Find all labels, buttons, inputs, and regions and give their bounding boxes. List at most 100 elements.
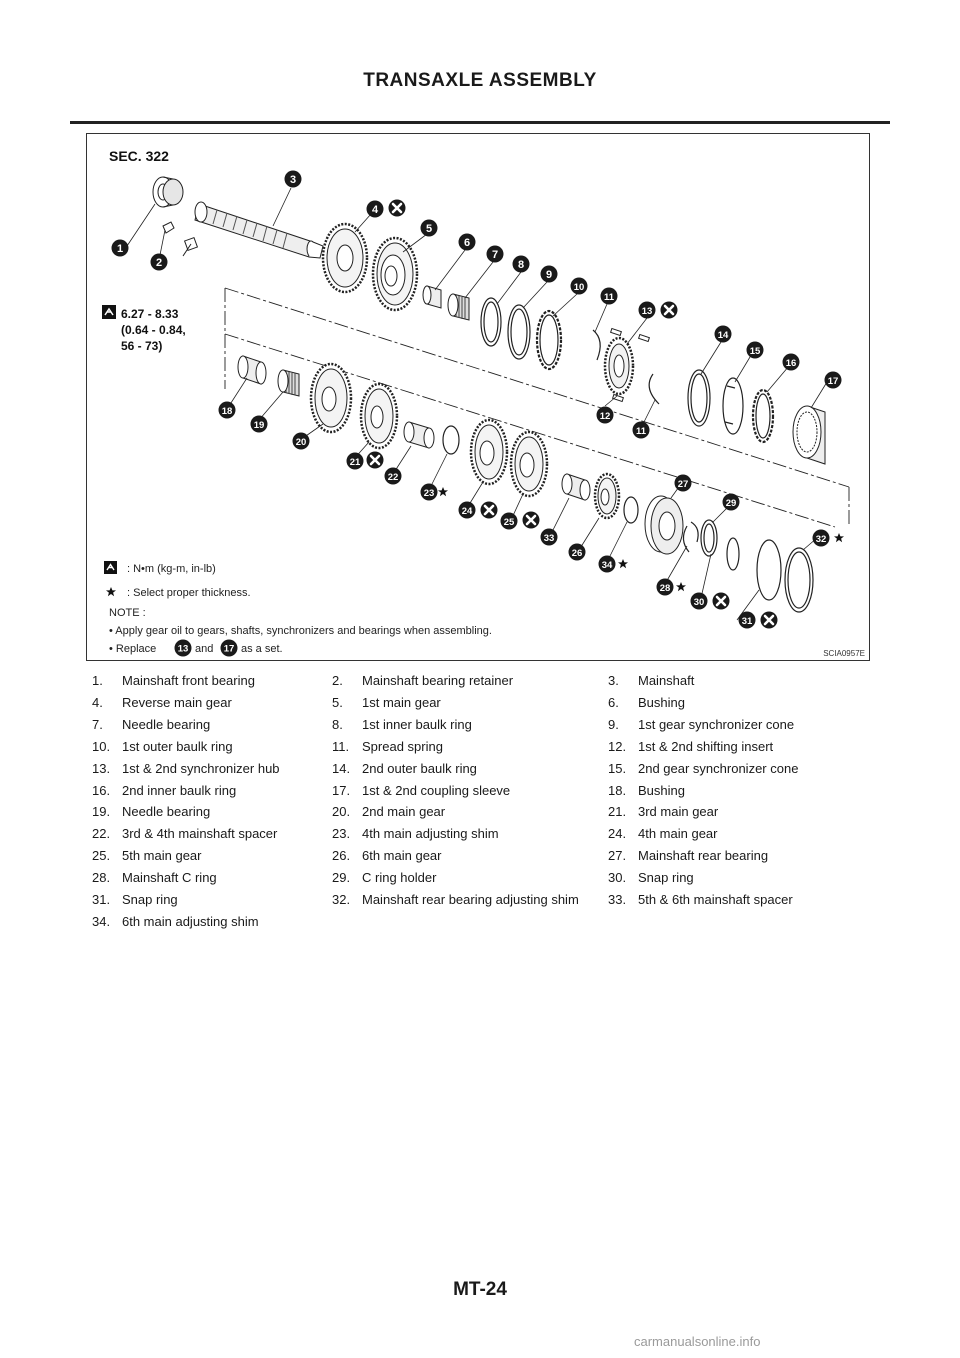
figure-legend: : N•m (kg-m, in-lb) : Select proper thic… bbox=[104, 561, 492, 657]
torque-wrench-icon bbox=[104, 561, 117, 574]
callout-20: 20 bbox=[292, 432, 310, 450]
svg-text:28: 28 bbox=[660, 583, 671, 594]
parts-cell: 28.Mainshaft C ring bbox=[92, 867, 332, 889]
part-number: 8. bbox=[332, 717, 343, 733]
part-name: 1st & 2nd coupling sleeve bbox=[362, 782, 511, 798]
part-number: 31. bbox=[92, 891, 111, 907]
part-number: 33. bbox=[608, 891, 627, 907]
svg-text:NOTE :: NOTE : bbox=[109, 607, 146, 619]
part-name: Spread spring bbox=[362, 738, 443, 754]
part-11-spread-spring-lower bbox=[648, 373, 660, 405]
svg-text:23: 23 bbox=[424, 488, 435, 499]
part-number: 18. bbox=[608, 782, 627, 798]
part-name: 4th main gear bbox=[638, 826, 718, 842]
part-number: 1. bbox=[92, 673, 103, 689]
svg-text:11: 11 bbox=[604, 292, 615, 303]
part-name: 5th & 6th mainshaft spacer bbox=[638, 891, 793, 907]
callout-8: 8 bbox=[512, 255, 530, 273]
parts-cell: 33. 5th & 6th mainshaft spacer bbox=[608, 888, 858, 910]
part-name: 1st main gear bbox=[362, 695, 441, 711]
callout-16: 16 bbox=[782, 353, 800, 371]
callout-5: 5 bbox=[420, 219, 438, 237]
svg-text:22: 22 bbox=[388, 472, 399, 483]
part-number: 6. bbox=[608, 695, 619, 711]
part-name: 1st & 2nd synchronizer hub bbox=[122, 760, 280, 776]
part-number: 26. bbox=[332, 848, 351, 864]
svg-text:21: 21 bbox=[350, 457, 361, 468]
part-number: 5. bbox=[332, 695, 343, 711]
part-name: Mainshaft rear bearing bbox=[638, 848, 769, 864]
parts-cell: 31.Snap ring bbox=[92, 888, 332, 910]
figure-reference: SCIA0957E bbox=[823, 649, 865, 658]
callout-14: 14 bbox=[714, 325, 732, 343]
callout-22: 22 bbox=[384, 467, 402, 485]
svg-text:as a set.: as a set. bbox=[241, 643, 283, 655]
parts-cell: 24. 4th main gear bbox=[608, 823, 858, 845]
callout-26: 26 bbox=[568, 543, 586, 561]
svg-text:12: 12 bbox=[600, 411, 611, 422]
callout-18: 18 bbox=[218, 401, 236, 419]
part-number: 10. bbox=[92, 738, 111, 754]
callout-4: 4 bbox=[366, 200, 384, 218]
svg-text:10: 10 bbox=[574, 282, 585, 293]
part-25-5th-main-gear bbox=[509, 430, 549, 498]
svg-text:13: 13 bbox=[642, 306, 653, 317]
part-name: 3rd & 4th mainshaft spacer bbox=[122, 826, 278, 842]
callout-3: 3 bbox=[284, 170, 302, 188]
part-name: 1st gear synchronizer cone bbox=[638, 717, 795, 733]
svg-text:16: 16 bbox=[786, 358, 797, 369]
parts-cell: 26. 6th main gear bbox=[332, 845, 608, 867]
parts-cell: 21.3rd main gear bbox=[608, 801, 858, 823]
parts-cell bbox=[608, 910, 858, 932]
parts-cell: 30.Snap ring bbox=[608, 867, 858, 889]
part-name: Reverse main gear bbox=[122, 695, 232, 711]
part-name: 1st inner baulk ring bbox=[362, 717, 472, 733]
part-name: Bushing bbox=[638, 782, 685, 798]
svg-text:25: 25 bbox=[504, 517, 515, 528]
part-name: Bushing bbox=[638, 695, 685, 711]
svg-text:31: 31 bbox=[742, 616, 753, 627]
part-name: 6th main gear bbox=[362, 848, 442, 864]
part-34-adjusting-shim bbox=[623, 496, 639, 524]
table-row: 4. Reverse main gear 5. 1st main gear 6. Bush… bbox=[92, 692, 858, 714]
part-19-needle-bearing bbox=[277, 369, 300, 397]
callout-31: 31 bbox=[738, 611, 756, 629]
part-number: 20. bbox=[332, 804, 351, 820]
callout-13: 13 bbox=[638, 301, 656, 319]
table-row: 34.6th main adjusting shim bbox=[92, 910, 858, 932]
svg-text:8: 8 bbox=[518, 259, 524, 271]
callout-27: 27 bbox=[674, 474, 692, 492]
part-22-spacer bbox=[403, 421, 435, 449]
part-number: 12. bbox=[608, 738, 627, 754]
svg-text:11: 11 bbox=[636, 426, 647, 437]
star-icon bbox=[438, 487, 844, 592]
part-number: 14. bbox=[332, 760, 351, 776]
part-name: 5th main gear bbox=[122, 848, 202, 864]
part-number: 4. bbox=[92, 695, 103, 711]
part-number: 34. bbox=[92, 913, 111, 929]
part-name: 3rd main gear bbox=[638, 804, 719, 820]
part-number: 32. bbox=[332, 891, 351, 907]
part-number: 3. bbox=[608, 673, 619, 689]
part-name: Needle bearing bbox=[122, 804, 211, 820]
parts-cell: 20.2nd main gear bbox=[332, 801, 608, 823]
parts-cell: 29.C ring holder bbox=[332, 867, 608, 889]
callout-11-upper: 11 bbox=[600, 287, 618, 305]
part-23-adjusting-shim bbox=[442, 425, 460, 455]
exploded-view-figure: SEC. 322 bbox=[86, 133, 870, 661]
part-name: 2nd inner baulk ring bbox=[122, 782, 237, 798]
part-name: 2nd gear synchronizer cone bbox=[638, 760, 799, 776]
part-number: 24. bbox=[608, 826, 627, 842]
svg-text:14: 14 bbox=[718, 330, 729, 341]
part-number: 22. bbox=[92, 826, 111, 842]
svg-text:4: 4 bbox=[372, 204, 379, 216]
parts-cell: 5. 1st main gear bbox=[332, 692, 608, 714]
part-33-spacer bbox=[561, 473, 591, 501]
do-not-reuse-icon bbox=[365, 198, 779, 630]
part-number: 2. bbox=[332, 673, 343, 689]
